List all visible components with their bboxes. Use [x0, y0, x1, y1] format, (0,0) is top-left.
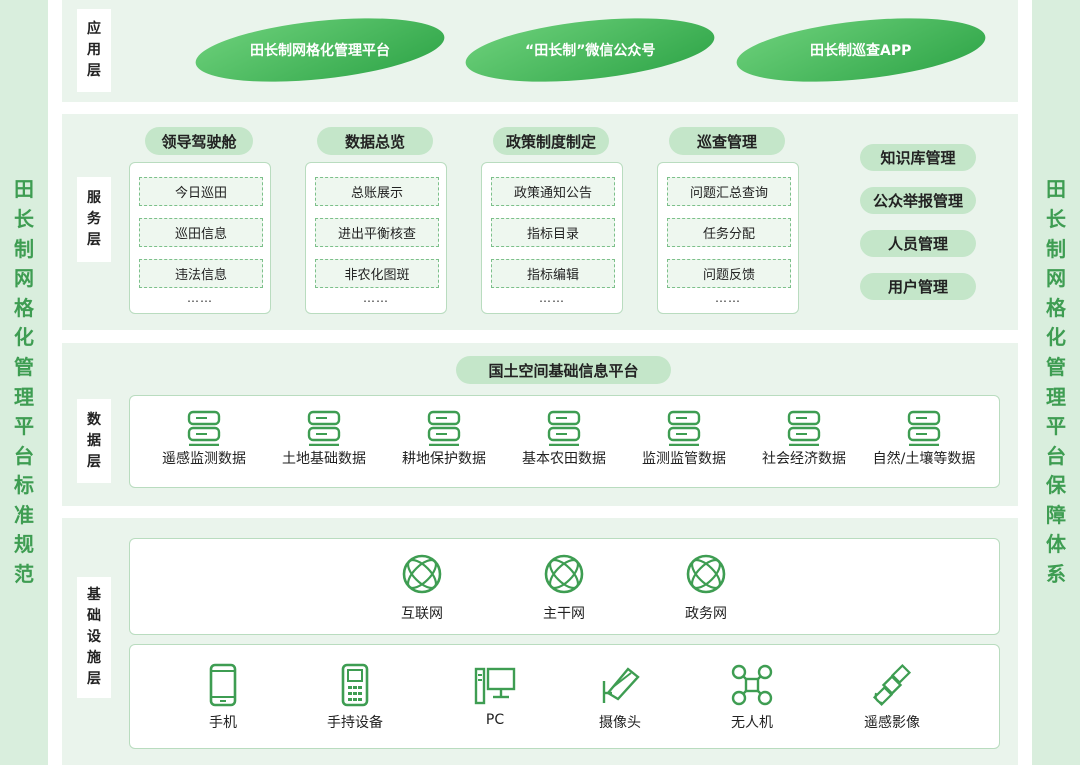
camera-icon — [602, 667, 640, 703]
service-item[interactable]: 政策通知公告 — [491, 177, 615, 206]
server-icon — [187, 410, 221, 446]
data-panel — [129, 395, 1000, 488]
device-item[interactable]: 手机 — [168, 662, 278, 732]
service-card: 总账展示 进出平衡核查 非农化图斑 …… — [305, 162, 447, 314]
pc-icon — [474, 667, 516, 705]
satellite-icon — [872, 663, 912, 707]
right-sidebar: 田长制网格化管理平台保障体系 — [1032, 0, 1080, 765]
device-item[interactable]: 手持设备 — [300, 662, 410, 732]
device-item[interactable]: PC — [440, 662, 550, 728]
service-standalone-item[interactable]: 用户管理 — [860, 273, 976, 300]
layer-label-data: 数据层 — [77, 399, 111, 483]
service-item[interactable]: 指标目录 — [491, 218, 615, 247]
globe-icon — [544, 554, 584, 594]
service-item[interactable]: 进出平衡核查 — [315, 218, 439, 247]
layer-label-app: 应用层 — [77, 9, 111, 92]
service-group-title: 政策制度制定 — [493, 127, 609, 155]
support-system-label: 田长制网格化管理平台保障体系 — [1046, 177, 1066, 587]
standards-label: 田长制网格化管理平台标准规范 — [14, 177, 34, 587]
more-indicator: …… — [363, 291, 389, 305]
data-item[interactable]: 基本农田数据 — [504, 410, 624, 468]
server-icon — [307, 410, 341, 446]
network-item[interactable]: 政务网 — [661, 553, 751, 623]
network-item[interactable]: 主干网 — [519, 553, 609, 623]
device-panel — [129, 644, 1000, 749]
globe-icon — [686, 554, 726, 594]
globe-icon — [402, 554, 442, 594]
service-item[interactable]: 巡田信息 — [139, 218, 263, 247]
service-card: 问题汇总查询 任务分配 问题反馈 …… — [657, 162, 799, 314]
more-indicator: …… — [715, 291, 741, 305]
service-item[interactable]: 任务分配 — [667, 218, 791, 247]
layer-label-service: 服务层 — [77, 177, 111, 262]
service-item[interactable]: 今日巡田 — [139, 177, 263, 206]
data-item[interactable]: 遥感监测数据 — [144, 410, 264, 468]
layer-label-infra: 基础设施层 — [77, 577, 111, 698]
data-item[interactable]: 耕地保护数据 — [384, 410, 504, 468]
data-item[interactable]: 监测监管数据 — [624, 410, 744, 468]
device-item[interactable]: 无人机 — [697, 662, 807, 732]
left-sidebar: 田长制网格化管理平台标准规范 — [0, 0, 48, 765]
handheld-device-icon — [341, 663, 369, 707]
drone-icon — [731, 664, 773, 706]
server-icon — [547, 410, 581, 446]
service-group-title: 巡查管理 — [669, 127, 785, 155]
data-platform-title: 国土空间基础信息平台 — [456, 356, 671, 384]
service-standalone-item[interactable]: 公众举报管理 — [860, 187, 976, 214]
more-indicator: …… — [539, 291, 565, 305]
service-item[interactable]: 指标编辑 — [491, 259, 615, 288]
device-item[interactable]: 摄像头 — [565, 662, 675, 732]
service-group-title: 数据总览 — [317, 127, 433, 155]
service-item[interactable]: 问题反馈 — [667, 259, 791, 288]
data-item[interactable]: 土地基础数据 — [264, 410, 384, 468]
more-indicator: …… — [187, 291, 213, 305]
server-icon — [427, 410, 461, 446]
server-icon — [787, 410, 821, 446]
service-card: 今日巡田 巡田信息 违法信息 …… — [129, 162, 271, 314]
service-standalone-item[interactable]: 知识库管理 — [860, 144, 976, 171]
phone-icon — [209, 663, 237, 707]
server-icon — [907, 410, 941, 446]
network-item[interactable]: 互联网 — [377, 553, 467, 623]
data-item[interactable]: 自然/土壤等数据 — [864, 410, 984, 468]
data-item[interactable]: 社会经济数据 — [744, 410, 864, 468]
service-item[interactable]: 非农化图斑 — [315, 259, 439, 288]
service-item[interactable]: 问题汇总查询 — [667, 177, 791, 206]
service-item[interactable]: 违法信息 — [139, 259, 263, 288]
service-standalone-item[interactable]: 人员管理 — [860, 230, 976, 257]
service-group-title: 领导驾驶舱 — [145, 127, 253, 155]
server-icon — [667, 410, 701, 446]
service-item[interactable]: 总账展示 — [315, 177, 439, 206]
device-item[interactable]: 遥感影像 — [837, 662, 947, 732]
service-card: 政策通知公告 指标目录 指标编辑 …… — [481, 162, 623, 314]
network-panel — [129, 538, 1000, 635]
